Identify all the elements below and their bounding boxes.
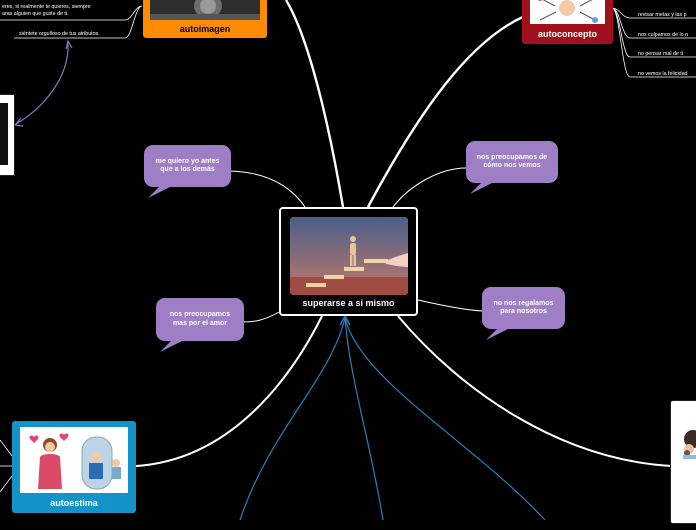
note-autoconcepto-3: no pensar mal de ti xyxy=(638,51,684,57)
relationship-blue-1 xyxy=(239,317,346,520)
note-autoimagen-1: eres, si realmente te quieres, siempre xyxy=(2,4,91,10)
arrowhead-up xyxy=(65,39,73,50)
right-image-node[interactable] xyxy=(670,400,696,524)
note-autoconcepto-4: no vemos la felicidad xyxy=(638,71,688,77)
card-autoestima-label: autoestima xyxy=(50,498,98,508)
connector-como-nos-vemos xyxy=(392,167,467,208)
bubble-tail-como-nos-vemos xyxy=(470,182,494,194)
note-autoimagen-3: siéntete orgulloso de tus atributos. xyxy=(19,31,100,37)
connector-note-2 xyxy=(14,5,143,39)
card-autoconcepto[interactable]: autoconcepto xyxy=(522,0,613,44)
note-autoconcepto-1: revisar metas y las p xyxy=(638,12,687,18)
connector-no-nos-regalamos xyxy=(417,299,483,312)
bubble-no-nos-regalamos[interactable]: no nos regalamos para nosotros xyxy=(482,287,565,329)
autoestima-illustration xyxy=(20,427,128,493)
relationship-blue-3 xyxy=(344,317,546,520)
left-image-content xyxy=(0,103,8,165)
branch-right-bottom xyxy=(397,315,673,467)
note-autoimagen-2: aras alguien que guste de ti. xyxy=(2,11,69,17)
connector-me-quiero xyxy=(229,170,306,208)
bubble-nos-preocupamos-mas[interactable]: nos preocupamos mas por el amor xyxy=(156,298,244,341)
relationship-blue-2 xyxy=(344,317,384,520)
arrowhead-left xyxy=(13,117,24,127)
left-image-node[interactable] xyxy=(0,94,15,176)
central-topic[interactable]: superarse a si mismo xyxy=(279,207,418,316)
connector-stub-3 xyxy=(0,475,13,493)
branch-autoimagen xyxy=(284,0,345,208)
connector-note-r4 xyxy=(611,7,696,78)
card-autoimagen-label: autoimagen xyxy=(179,24,231,34)
branch-autoestima xyxy=(135,315,323,467)
central-topic-label: superarse a si mismo xyxy=(302,298,395,308)
blue-arrowhead xyxy=(339,314,351,326)
bubble-me-quiero[interactable]: me quiero yo antes que a los demás xyxy=(144,145,231,187)
autoconcepto-photo xyxy=(530,0,605,24)
bubble-tail-nos-preocupamos xyxy=(160,340,184,352)
right-image-content xyxy=(683,430,696,459)
card-autoimagen[interactable]: autoimagen xyxy=(143,0,267,38)
stairs-illustration xyxy=(290,217,408,295)
note-autoconcepto-2: nos culpamos de lo n xyxy=(638,32,689,38)
bubble-como-nos-vemos[interactable]: nos preocupamos de cómo nos vemos xyxy=(466,141,558,183)
bubble-tail-me-quiero xyxy=(148,186,172,198)
card-autoestima[interactable]: autoestima xyxy=(12,421,136,513)
connector-nos-preocupamos-mas xyxy=(242,311,280,323)
branch-autoconcepto xyxy=(366,14,526,208)
autoimagen-photo xyxy=(150,0,260,20)
connector-stub-1 xyxy=(0,439,13,457)
card-autoconcepto-label: autoconcepto xyxy=(537,29,597,39)
relationship-arrow xyxy=(15,41,69,125)
bubble-tail-no-nos-regalamos xyxy=(486,328,510,340)
connector-note-r1 xyxy=(611,7,696,19)
